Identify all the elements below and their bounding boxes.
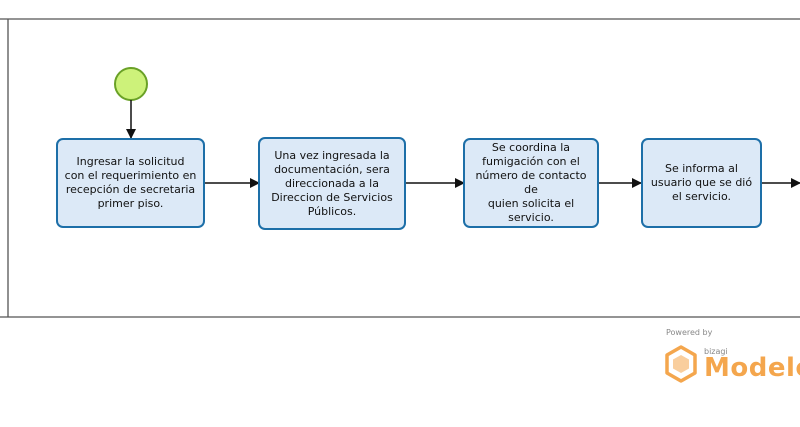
task-coordinar-fumigacion[interactable]: Se coordina la fumigación con el número … [463,138,599,228]
task-2-text: Una vez ingresada la documentación, sera… [271,148,393,218]
task-1-text: Ingresar la solicitud con el requerimien… [64,155,197,210]
watermark-product: Modeler [704,353,800,383]
task-informar-usuario[interactable]: Se informa al usuario que se dió el serv… [641,138,762,228]
watermark-powered-by: Powered by [666,328,713,337]
task-4-text: Se informa al usuario que se dió el serv… [650,162,753,203]
start-event[interactable] [114,67,148,101]
task-ingresar-solicitud[interactable]: Ingresar la solicitud con el requerimien… [56,138,205,228]
watermark-brand: bizagi [704,347,728,356]
bizagi-watermark: Powered by bizagi Modeler [660,326,800,386]
bizagi-hexagon-icon [665,345,697,383]
task-3-text: Se coordina la fumigación con el número … [475,141,587,224]
task-direccionar-documentacion[interactable]: Una vez ingresada la documentación, sera… [258,137,406,230]
